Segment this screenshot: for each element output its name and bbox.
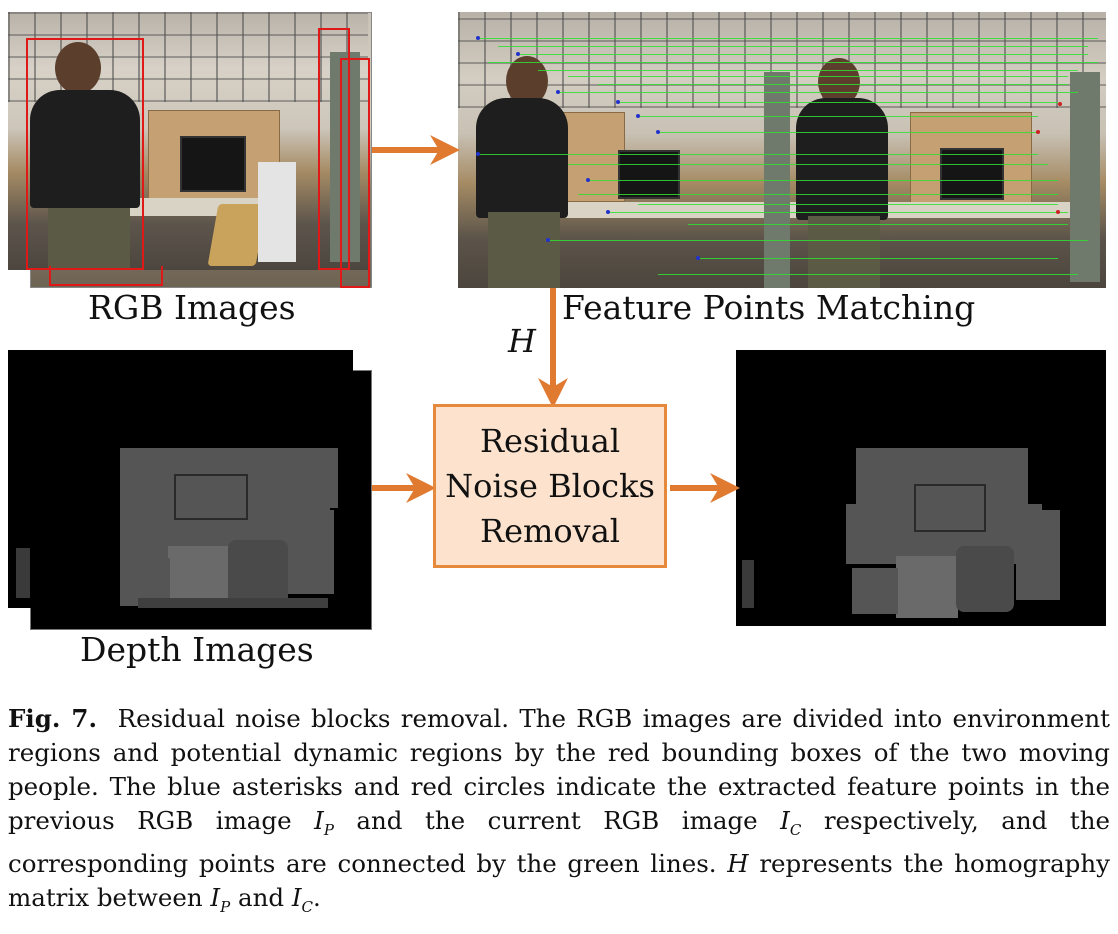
depth-images-label: Depth Images: [80, 630, 314, 669]
feature-matching-image: [458, 12, 1106, 288]
figure-number: Fig. 7.: [8, 704, 98, 733]
homography-label: H: [508, 322, 536, 360]
bounding-box-person-2: [318, 28, 350, 270]
rgb-image-current: [8, 12, 368, 270]
process-box-line-1: Residual: [479, 421, 621, 460]
depth-image-output: [736, 350, 1106, 626]
figure-caption: Fig. 7. Residual noise blocks removal. T…: [8, 704, 1111, 916]
bounding-box-person-1: [26, 38, 144, 270]
flow-arrows: [372, 135, 740, 503]
residual-noise-removal-box: Residual Noise Blocks Removal: [433, 404, 667, 568]
process-box-line-2: Noise Blocks: [445, 466, 655, 505]
depth-image-current: [8, 350, 353, 608]
rgb-images-label: RGB Images: [88, 288, 296, 327]
feature-matching-label: Feature Points Matching: [562, 288, 976, 327]
process-box-line-3: Removal: [479, 511, 621, 550]
